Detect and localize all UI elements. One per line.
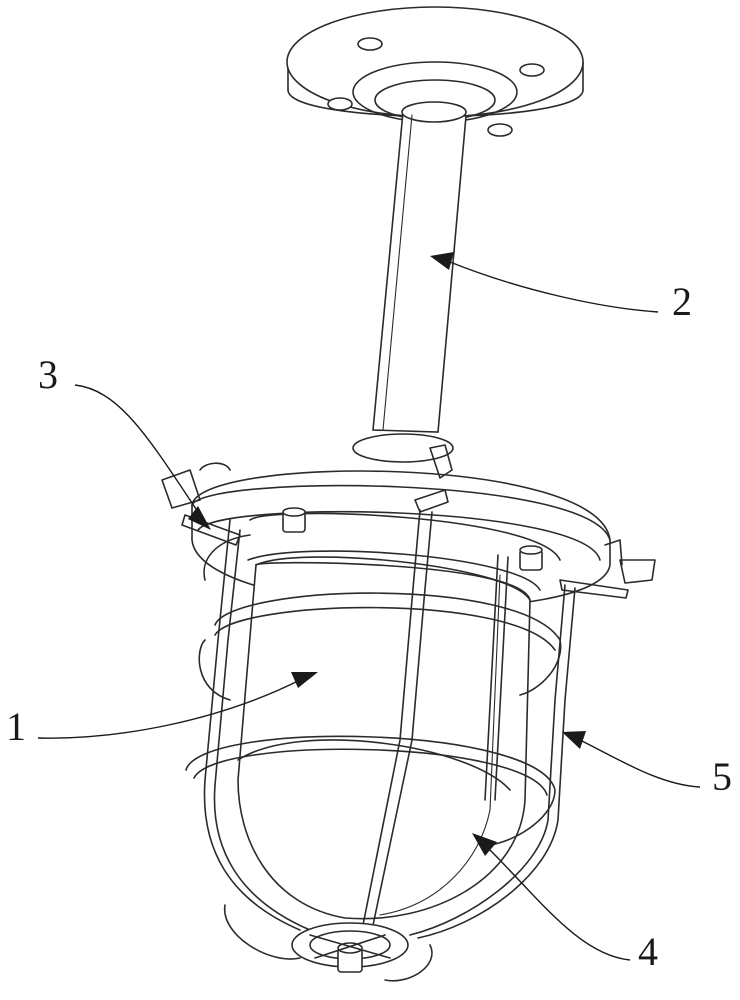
callout-label-4: 4	[638, 929, 658, 974]
callout-label-1: 1	[6, 704, 26, 749]
hanging-pipe	[373, 102, 466, 432]
callout-label-2: 2	[672, 279, 692, 324]
callout-5: 5	[562, 731, 732, 799]
callout-label-5: 5	[712, 754, 732, 799]
callout-label-3: 3	[38, 352, 58, 397]
callout-3: 3	[38, 352, 211, 530]
callout-2: 2	[430, 252, 692, 324]
